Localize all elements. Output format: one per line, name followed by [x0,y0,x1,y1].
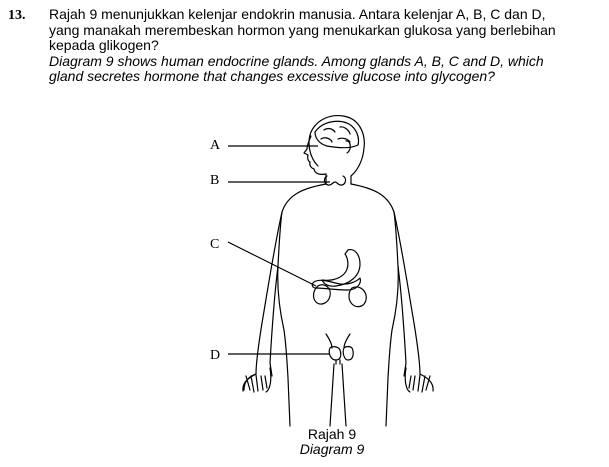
label-b: B [210,173,220,188]
left-kidney [312,284,331,305]
face-profile [303,135,327,175]
question-text: Rajah 9 menunjukkan kelenjar endokrin ma… [49,6,601,85]
label-c: C [210,237,220,252]
pointer-line-c [227,241,317,287]
right-kidney [348,286,367,308]
torso-right [350,183,399,427]
thyroid-gland [323,175,347,186]
question-malay-line-1: Rajah 9 menunjukkan kelenjar endokrin ma… [49,6,546,22]
label-d: D [210,348,221,363]
question-malay-line-3: kepada glikogen? [49,37,159,53]
right-hand [404,367,434,393]
brain [314,120,360,149]
ear [345,140,351,154]
stomach [321,249,361,287]
diagram-caption: Rajah 9 Diagram 9 [260,427,404,457]
pancreas [311,277,361,291]
endocrine-diagram [227,114,434,427]
reproductive-gland [325,333,354,365]
question-malay-line-2: yang manakah merembeskan hormon yang men… [49,21,556,38]
label-a: A [210,138,221,153]
question-number: 13. [8,8,26,23]
left-arm [243,211,283,391]
question-english-line-1: Diagram 9 shows human endocrine glands. … [49,52,544,69]
inner-legs [329,363,347,427]
caption-malay: Rajah 9 [307,426,357,442]
caption-english: Diagram 9 [299,441,365,457]
left-hand [242,367,272,393]
torso-left [277,183,327,427]
right-arm [393,211,421,377]
question-english-line-2: gland secretes hormone that changes exce… [49,68,495,84]
